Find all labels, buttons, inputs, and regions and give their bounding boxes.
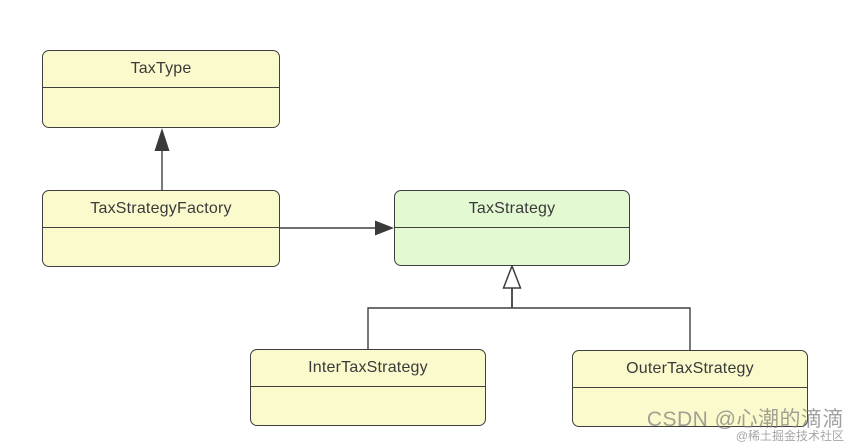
arrow-factory-to-taxtype (154, 128, 170, 190)
class-members-intertaxstrategy (251, 387, 485, 425)
class-name-intertaxstrategy: InterTaxStrategy (251, 350, 485, 387)
class-box-intertaxstrategy: InterTaxStrategy (250, 349, 486, 426)
class-name-outertaxstrategy: OuterTaxStrategy (573, 351, 807, 388)
filled-arrowhead-right-icon (375, 220, 394, 236)
class-box-taxstrategy: TaxStrategy (394, 190, 630, 266)
class-members-outertaxstrategy (573, 388, 807, 426)
class-members-taxstrategy (395, 228, 629, 265)
class-members-taxstrategyfactory (43, 228, 279, 266)
class-name-taxstrategyfactory: TaxStrategyFactory (43, 191, 279, 228)
class-members-taxtype (43, 88, 279, 127)
class-name-taxtype: TaxType (43, 51, 279, 88)
class-box-outertaxstrategy: OuterTaxStrategy (572, 350, 808, 427)
arrow-factory-to-taxstrategy (280, 220, 394, 236)
generalization-connector (367, 263, 691, 350)
class-name-taxstrategy: TaxStrategy (395, 191, 629, 228)
class-box-taxstrategyfactory: TaxStrategyFactory (42, 190, 280, 267)
filled-arrowhead-up-icon (154, 128, 170, 151)
inheritance-triangle-icon (502, 263, 522, 289)
class-box-taxtype: TaxType (42, 50, 280, 128)
watermark-juejin-community: @稀土掘金技术社区 (735, 429, 844, 443)
